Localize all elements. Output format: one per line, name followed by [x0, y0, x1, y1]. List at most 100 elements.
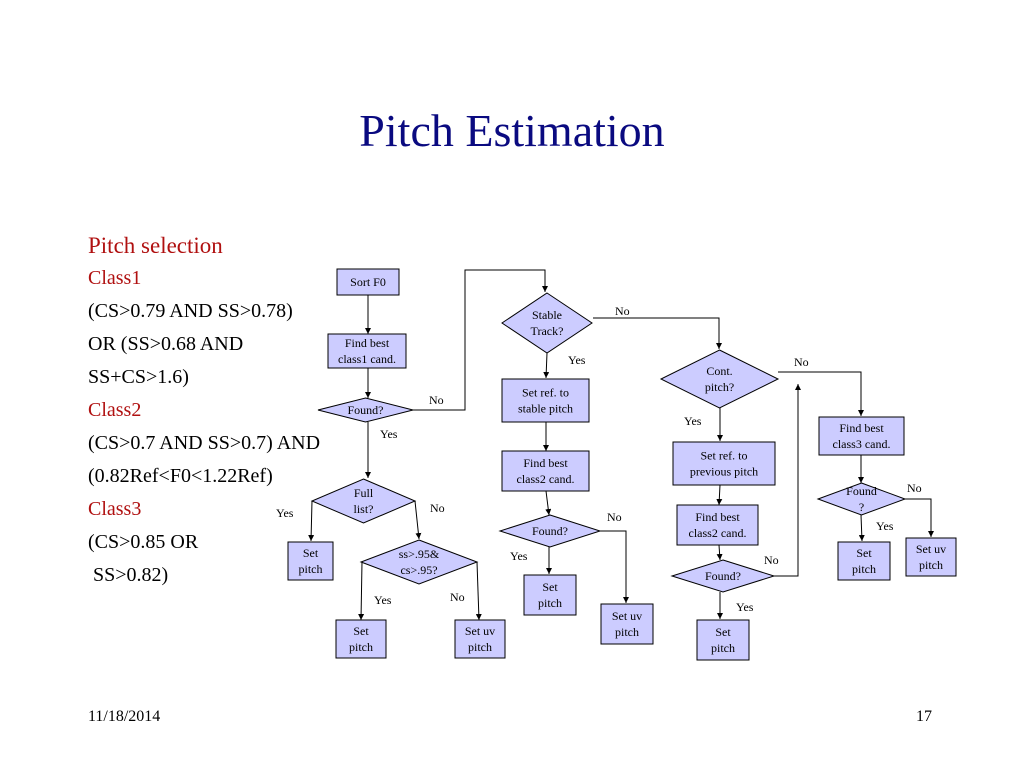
node-label: list? — [354, 502, 374, 516]
node-label: pitch — [538, 596, 562, 610]
connector-15 — [716, 544, 723, 561]
node-label: Found? — [532, 524, 568, 538]
edge-label-found1-no: No — [429, 393, 444, 407]
node-label: class2 cand. — [689, 526, 747, 540]
node-set-ref-prev: Set ref. to previous pitch — [672, 441, 776, 486]
slide-title: Pitch Estimation — [359, 105, 665, 156]
node-label: class3 cand. — [833, 437, 891, 451]
text-line-3: OR (SS>0.68 AND — [88, 333, 244, 355]
node-label: Set uv — [916, 542, 946, 556]
node-label: Stable — [532, 308, 562, 322]
node-label: stable pitch — [518, 402, 573, 416]
node-label: ? — [859, 500, 864, 514]
edge-label-full-yes: Yes — [276, 506, 294, 520]
node-label: Set — [542, 580, 558, 594]
node-set-pitch-2b: Set pitch — [696, 619, 750, 661]
node-label: Full — [354, 486, 374, 500]
connector-4 — [308, 500, 315, 542]
node-label: Set ref. to — [701, 449, 748, 463]
connector-8 — [543, 352, 550, 379]
node-find-class2-b: Find best class2 cand. — [676, 504, 759, 546]
node-label: Set — [715, 625, 731, 639]
text-line-1: Class1 — [88, 267, 142, 289]
node-label: Set ref. to — [522, 386, 569, 400]
edge-label-found2b-yes: Yes — [736, 600, 754, 614]
node-label: Find best — [839, 421, 884, 435]
node-label: Found — [846, 484, 877, 498]
page-number: 17 — [916, 708, 932, 725]
node-sort-f0: Sort F0 — [336, 268, 400, 296]
text-line-7: (0.82Ref<F0<1.22Ref) — [88, 465, 273, 487]
connector-12 — [778, 371, 864, 416]
node-found-1: Found? — [317, 397, 414, 423]
node-label: ss>.95& — [399, 547, 440, 561]
node-ss-cs-check: ss>.95&cs>.95? — [359, 539, 479, 585]
text-line-5: Class2 — [88, 399, 142, 421]
connector-10 — [545, 490, 552, 516]
edge-label-found3-yes: Yes — [876, 519, 894, 533]
node-label: pitch — [468, 640, 492, 654]
edge-label-found2a-no: No — [607, 510, 622, 524]
node-label: Set — [303, 546, 319, 560]
edge-label-sscs-yes: Yes — [374, 593, 392, 607]
node-label: pitch — [711, 641, 735, 655]
node-set-pitch-2a: Set pitch — [523, 574, 577, 616]
text-line-4: SS+CS>1.6) — [88, 366, 189, 388]
node-label: Found? — [348, 403, 384, 417]
node-label: pitch? — [705, 380, 734, 394]
connector-18 — [600, 530, 629, 603]
edge-label-found1-yes: Yes — [380, 427, 398, 441]
text-line-8: Class3 — [88, 498, 142, 520]
node-found-2b: Found? — [670, 559, 776, 593]
connector-21 — [858, 514, 865, 542]
text-line-0: Pitch selection — [88, 233, 223, 258]
text-line-2: (CS>0.79 AND SS>0.78) — [88, 300, 293, 322]
edge-label-stable-no: No — [615, 304, 630, 318]
footer-date: 11/18/2014 — [88, 708, 161, 725]
node-cont-pitch: Cont.pitch? — [659, 349, 780, 409]
edge-label-found2a-yes: Yes — [510, 549, 528, 563]
text-line-9: (CS>0.85 OR — [88, 531, 199, 553]
node-set-pitch-3: Set pitch — [837, 541, 891, 581]
edge-label-cont-yes: Yes — [684, 414, 702, 428]
node-label: previous pitch — [690, 465, 758, 479]
connector-5 — [414, 500, 422, 540]
node-label: Found? — [705, 569, 741, 583]
node-label: Set — [353, 624, 369, 638]
node-found-3: Found? — [816, 482, 907, 516]
edge-label-stable-yes: Yes — [568, 353, 586, 367]
node-label: pitch — [615, 625, 639, 639]
node-set-ref-stable: Set ref. to stable pitch — [501, 378, 590, 423]
node-label: Set uv — [612, 609, 642, 623]
connector-6 — [358, 561, 365, 621]
connector-22 — [905, 498, 934, 537]
node-find-class3: Find best class3 cand. — [818, 416, 905, 456]
node-label: pitch — [349, 640, 373, 654]
text-line-10: SS>0.82) — [88, 564, 169, 586]
node-label: Find best — [523, 456, 568, 470]
node-label: Track? — [531, 324, 564, 338]
edge-label-cont-no: No — [794, 355, 809, 369]
node-label: class1 cand. — [338, 352, 396, 366]
edge-label-found3-no: No — [907, 481, 922, 495]
node-label: Sort F0 — [350, 275, 386, 289]
edge-label-sscs-no: No — [450, 590, 465, 604]
node-label: pitch — [852, 562, 876, 576]
node-set-pitch-sscs: Set pitch — [335, 619, 387, 659]
node-label: Find best — [695, 510, 740, 524]
node-label: Set — [856, 546, 872, 560]
node-full-list: Full list? — [310, 478, 417, 524]
connector-7 — [475, 561, 482, 621]
connector-3 — [413, 269, 548, 411]
edge-label-full-no: No — [430, 501, 445, 515]
node-label: class2 cand. — [517, 472, 575, 486]
edge-label-found2b-no: No — [764, 553, 779, 567]
connector-11 — [593, 317, 722, 349]
connector-19 — [774, 384, 801, 577]
